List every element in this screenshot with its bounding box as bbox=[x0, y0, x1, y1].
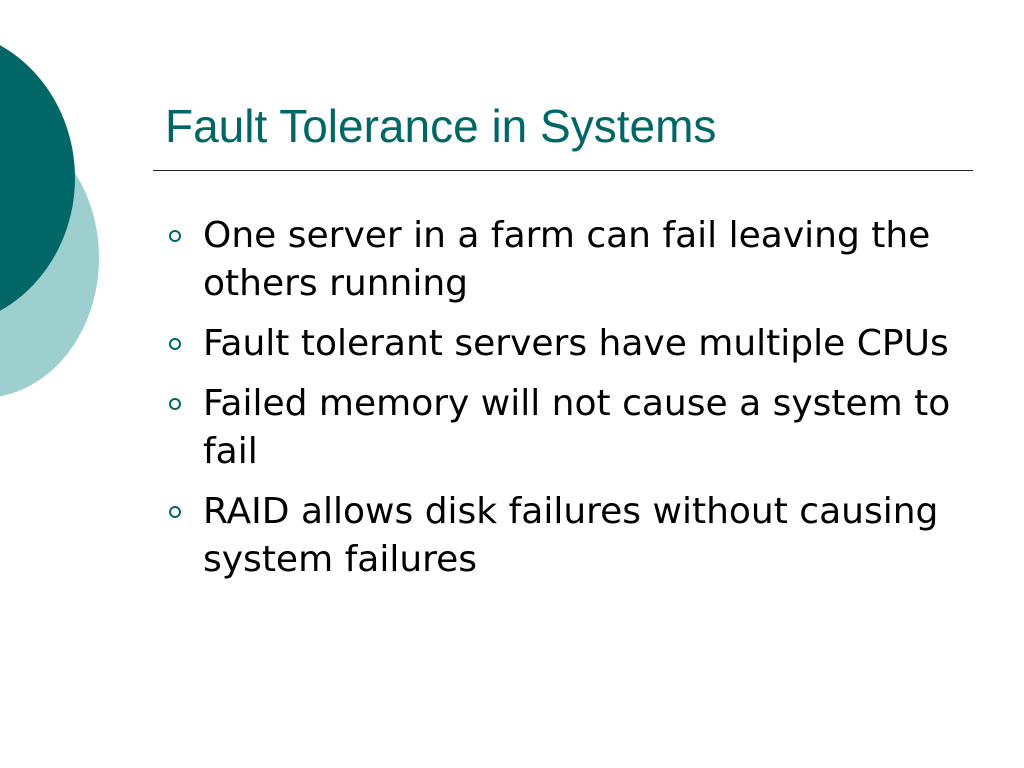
title-divider bbox=[153, 170, 973, 171]
bullet-item: Fault tolerant servers have multiple CPU… bbox=[160, 320, 990, 368]
bullet-list: One server in a farm can fail leaving th… bbox=[160, 212, 990, 596]
bullet-item: Failed memory will not cause a system to… bbox=[160, 380, 990, 476]
circle-bullet-icon bbox=[169, 398, 181, 410]
bullet-text: Fault tolerant servers have multiple CPU… bbox=[203, 323, 949, 364]
bullet-text: One server in a farm can fail leaving th… bbox=[203, 215, 931, 304]
circle-bullet-icon bbox=[169, 506, 181, 518]
circle-bullet-icon bbox=[169, 338, 181, 350]
bullet-text: RAID allows disk failures without causin… bbox=[203, 491, 939, 580]
circle-bullet-icon bbox=[169, 230, 181, 242]
bullet-item: One server in a farm can fail leaving th… bbox=[160, 212, 990, 308]
bullet-item: RAID allows disk failures without causin… bbox=[160, 488, 990, 584]
slide-title: Fault Tolerance in Systems bbox=[165, 100, 717, 152]
bullet-text: Failed memory will not cause a system to… bbox=[203, 383, 951, 472]
